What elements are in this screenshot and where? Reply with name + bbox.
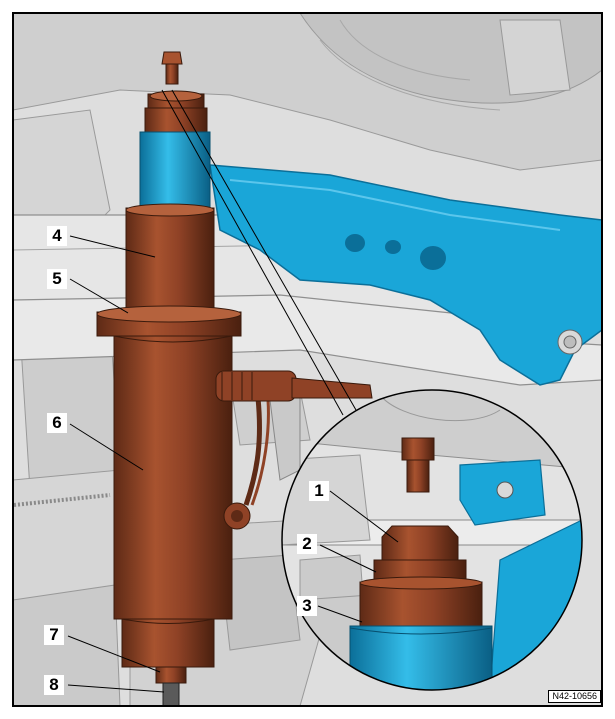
callout-6: 6: [47, 413, 67, 433]
spring-compressor-tool: [96, 51, 242, 707]
reference-code: N42-10656: [548, 690, 601, 703]
figure-frame: [12, 12, 603, 707]
callout-4: 4: [47, 226, 67, 246]
callout-5: 5: [47, 269, 67, 289]
callout-2: 2: [297, 534, 317, 554]
leader-lines: [67, 235, 399, 693]
callout-1: 1: [309, 481, 329, 501]
detail-pointer: [161, 89, 357, 416]
cable-connector: [215, 370, 373, 530]
callout-3: 3: [297, 596, 317, 616]
callout-7: 7: [44, 625, 64, 645]
callout-8: 8: [44, 675, 64, 695]
